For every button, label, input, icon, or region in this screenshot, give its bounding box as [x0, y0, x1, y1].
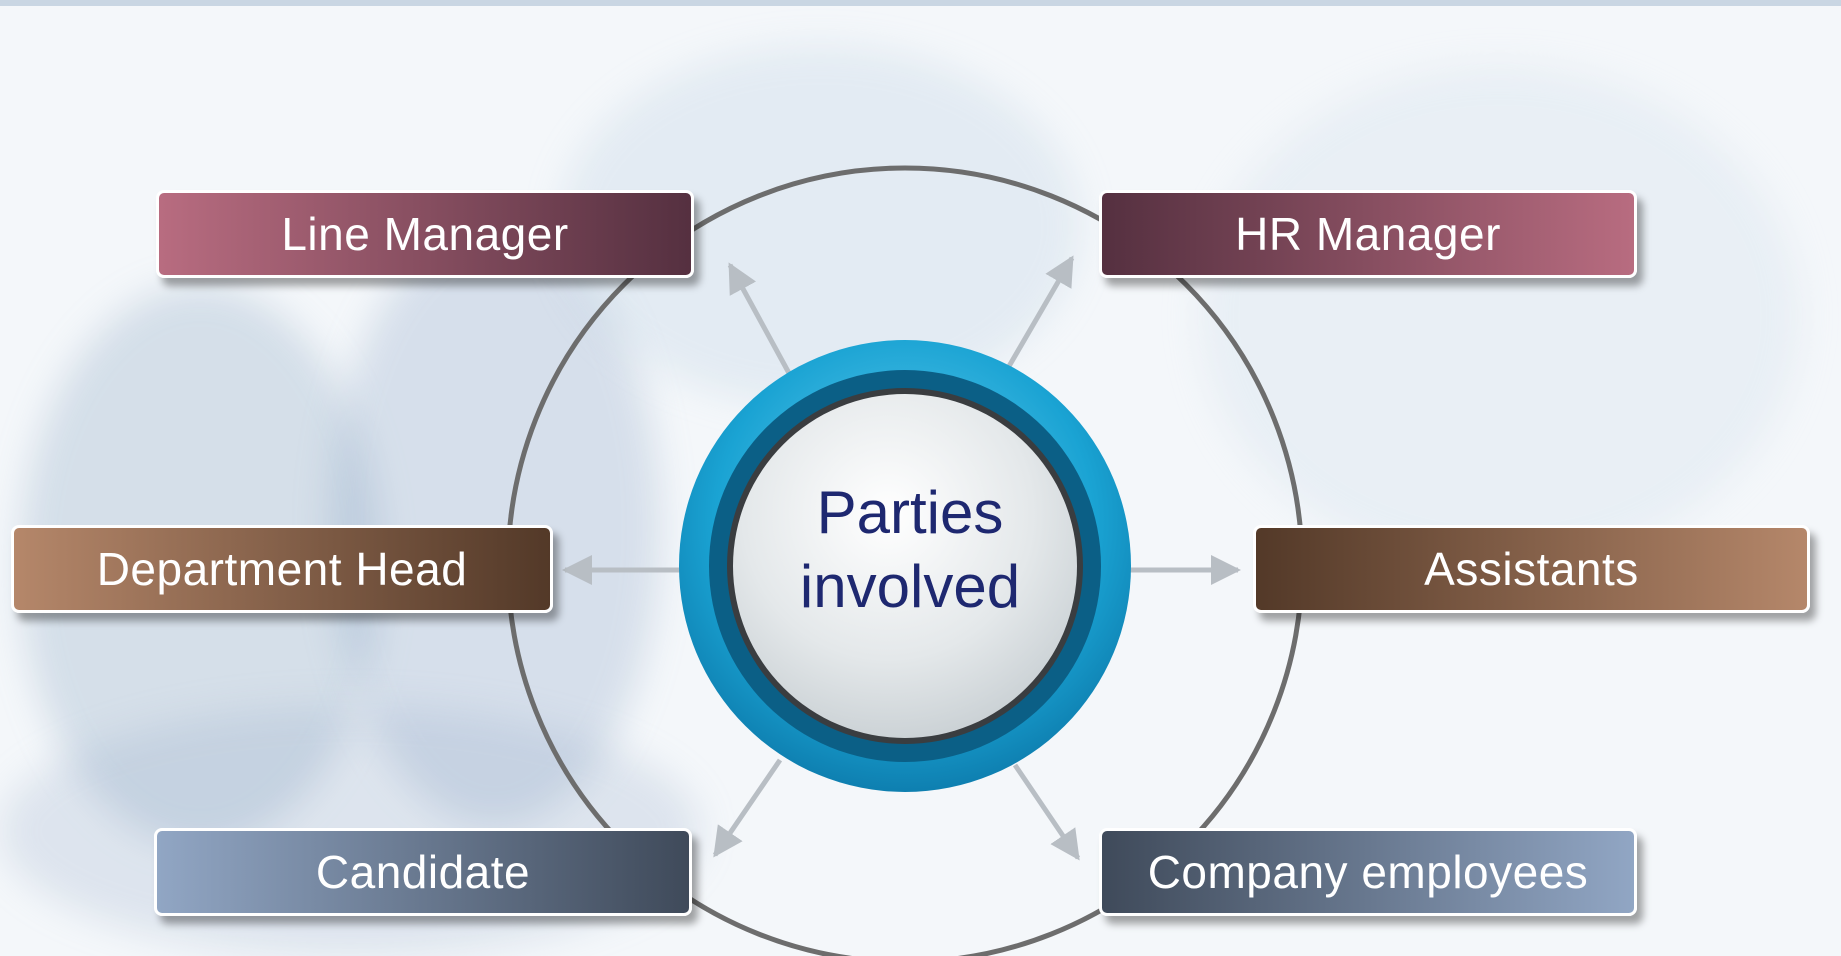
center-label-line2: involved [799, 553, 1021, 620]
connector-company-employees [1012, 763, 1081, 861]
top-border [0, 0, 1841, 6]
party-label: HR Manager [1235, 208, 1501, 260]
hub [679, 340, 1131, 792]
center-label: Parties involved [745, 465, 1075, 635]
center-label-line1: Parties [816, 479, 1004, 546]
party-label: Candidate [315, 846, 531, 898]
party-label: Line Manager [281, 208, 569, 260]
party-label: Company employees [1147, 846, 1589, 898]
party-label: Department Head [96, 543, 468, 595]
party-hr-manager: HR Manager [1099, 190, 1637, 278]
connector-candidate [712, 758, 783, 858]
party-department-head: Department Head [11, 525, 553, 613]
connectors [562, 255, 1241, 861]
party-assistants: Assistants [1253, 525, 1810, 613]
party-company-employees: Company employees [1099, 828, 1637, 916]
connector-hr-manager [1005, 255, 1075, 370]
party-label: Assistants [1424, 543, 1639, 595]
party-line-manager: Line Manager [156, 190, 694, 278]
connector-line-manager [727, 262, 793, 377]
party-candidate: Candidate [154, 828, 692, 916]
